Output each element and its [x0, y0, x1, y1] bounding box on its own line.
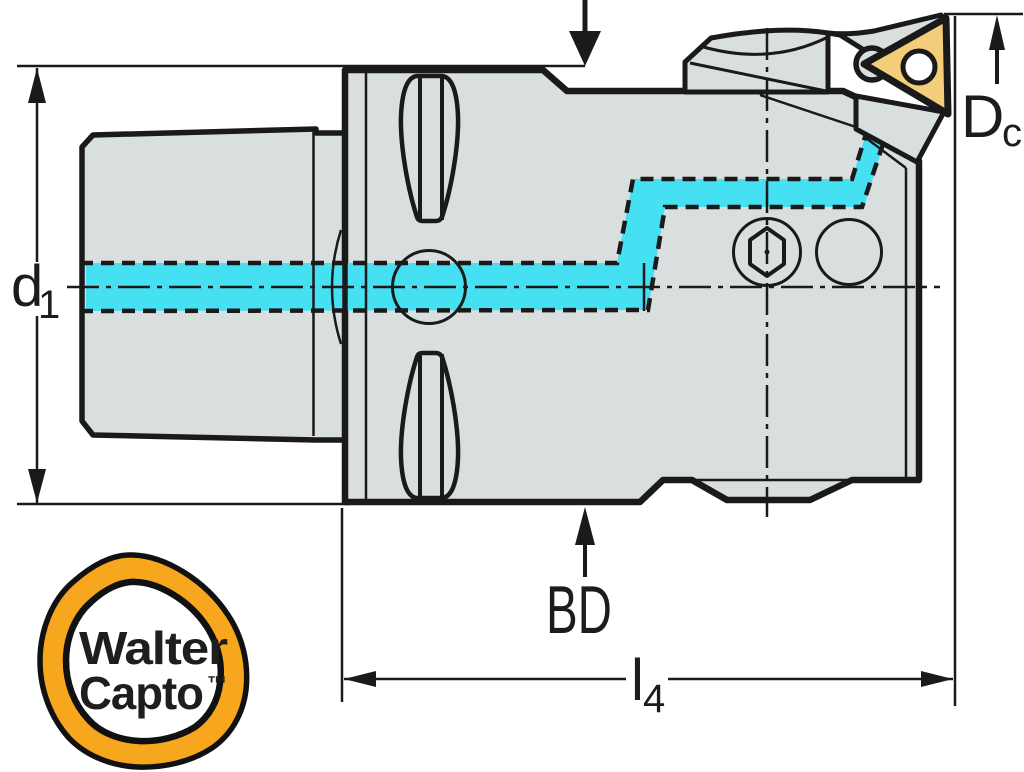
- d1-label-sub: 1: [38, 283, 60, 327]
- l4-arrow-right-icon: [921, 671, 953, 687]
- l4-label: l: [631, 648, 644, 713]
- walter-capto-logo: Walter Capto ™: [37, 552, 250, 770]
- logo-trademark: ™: [207, 673, 226, 695]
- side-bore: [815, 218, 883, 286]
- dc-label-sub: c: [1002, 111, 1022, 155]
- d1-arrow-up-icon: [28, 68, 46, 103]
- clamp-bottom-edge: [689, 61, 827, 93]
- head-chamfer-diagonal: [865, 137, 907, 169]
- logo-text-line1: Walter: [79, 622, 228, 674]
- datum-arrow-top: [569, 0, 601, 66]
- dc-arrow-up-icon: [989, 15, 1005, 50]
- coupling-features: [391, 73, 467, 501]
- coolant-path: [86, 133, 884, 311]
- bd-label: BD: [546, 572, 612, 648]
- pocket-floor-edge: [759, 93, 857, 129]
- datum-arrow-down-icon: [569, 31, 601, 66]
- clamp-body: [682, 27, 831, 95]
- insert-hole: [900, 48, 938, 86]
- dimension-dc: D c: [944, 12, 1023, 155]
- upper-slot: [398, 73, 461, 224]
- lower-slot: [398, 350, 461, 501]
- logo-inner-polygon: [62, 578, 224, 745]
- bd-arrow-up-icon: [575, 507, 595, 545]
- l4-label-sub: 4: [643, 677, 665, 721]
- insert-assembly: [682, 12, 952, 165]
- logo-text-line2: Capto: [79, 667, 203, 719]
- centerlines: [67, 28, 940, 517]
- l4-arrow-left-icon: [344, 671, 376, 687]
- insert-seat: [853, 93, 947, 165]
- dimension-bd: BD: [546, 507, 612, 648]
- dimension-l4: l 4: [340, 16, 957, 721]
- dc-label: D: [961, 83, 1004, 150]
- clamp-scoop-curve: [699, 36, 827, 56]
- d1-arrow-down-icon: [28, 469, 46, 503]
- dimension-d1: d 1: [11, 64, 585, 506]
- coolant-border-upper: [80, 133, 869, 266]
- d1-label: d: [11, 254, 43, 319]
